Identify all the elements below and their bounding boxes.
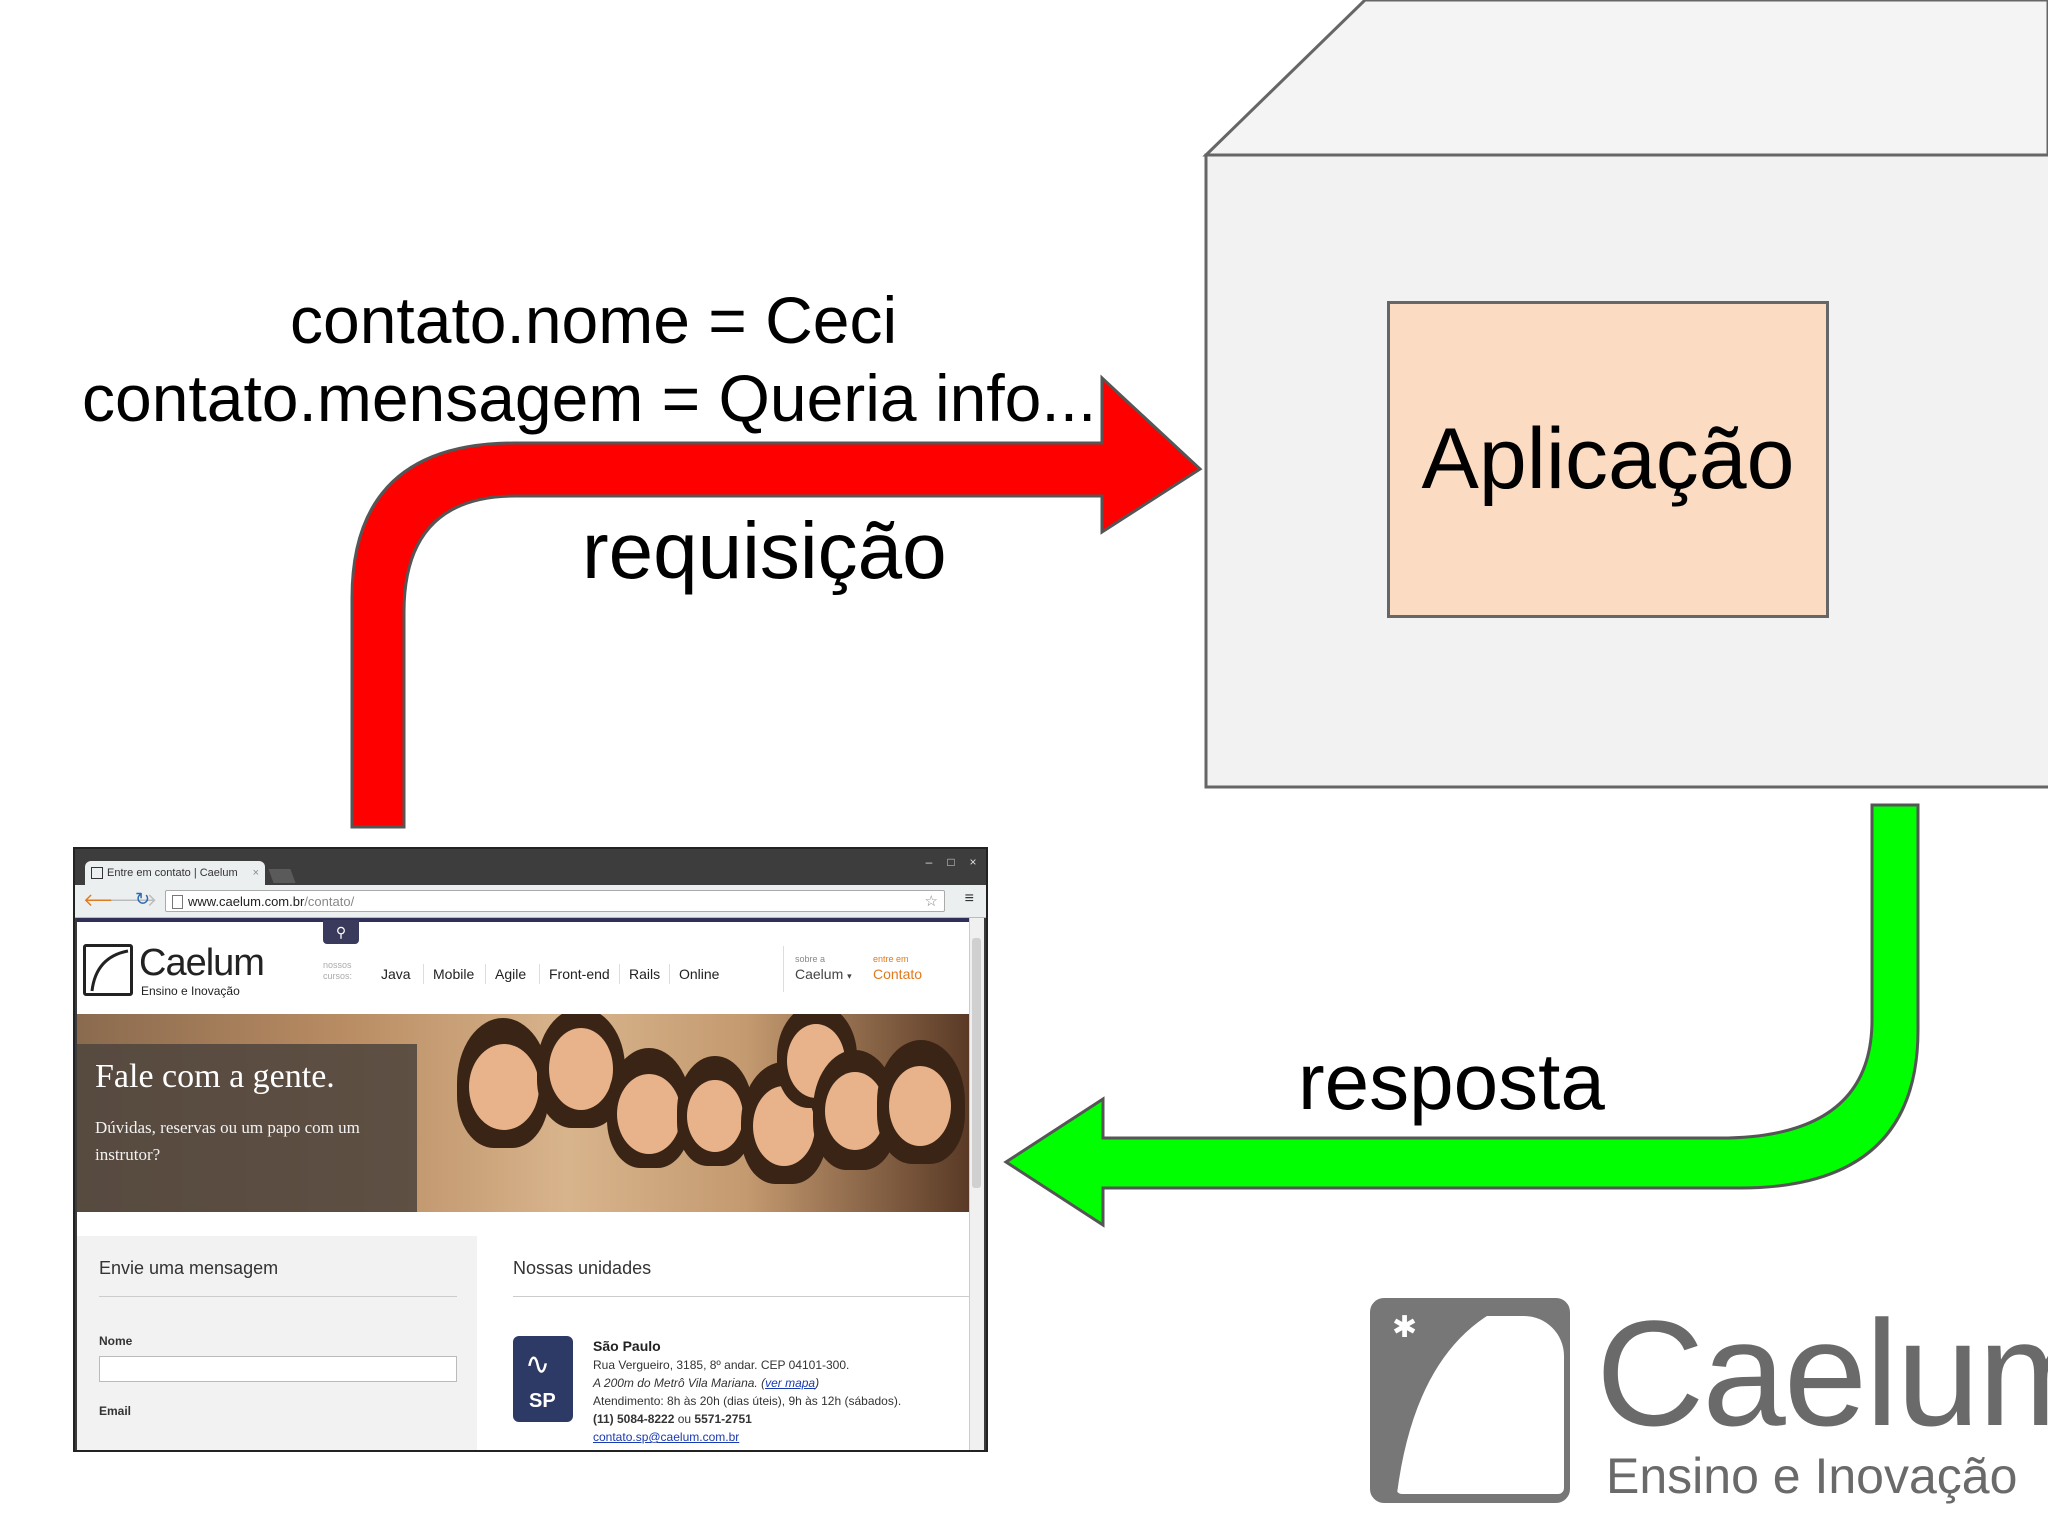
map-link[interactable]: ver mapa <box>765 1376 816 1390</box>
menu-divider <box>539 964 540 984</box>
maximize-icon[interactable]: □ <box>947 855 955 869</box>
back-arrow-icon[interactable]: 🡐 <box>83 890 132 910</box>
request-arrow <box>350 374 1203 829</box>
menu-item-online[interactable]: Online <box>679 966 720 982</box>
request-param-name: contato.nome = Ceci <box>290 283 898 357</box>
logo-mark-curve <box>1374 1302 1514 1499</box>
menu-item-front-end[interactable]: Front-end <box>549 966 610 982</box>
unit-metro-text: A 200m do Metrô Vila Mariana. ( <box>593 1376 766 1390</box>
about-caelum-link[interactable]: Caelum ▾ <box>795 966 852 982</box>
page-viewport: ⚲ Caelum Ensino e Inovação nossos cursos… <box>77 918 969 1450</box>
tab-title: Entre em contato | Caelum <box>107 867 238 879</box>
site-search-icon[interactable]: ⚲ <box>323 920 359 944</box>
star-icon: ✱ <box>1392 1311 1418 1344</box>
unit-phone-1: (11) 5084-8222 <box>593 1412 675 1426</box>
address-bar[interactable]: www.caelum.com.br/contato/ ☆ <box>165 890 945 912</box>
wave-icon: ∿ <box>525 1348 551 1381</box>
scroll-thumb[interactable] <box>972 938 981 1188</box>
menu-divider <box>619 964 620 984</box>
request-param-message: contato.mensagem = Queria info... <box>82 361 1097 435</box>
server-box-roof <box>1202 0 2048 157</box>
menu-divider <box>669 964 670 984</box>
unit-hours: Atendimento: 8h às 20h (dias úteis), 9h … <box>593 1394 902 1408</box>
browser-menu-icon[interactable]: ≡ <box>964 890 974 907</box>
form-divider <box>99 1296 457 1297</box>
about-small-label: sobre a <box>795 954 826 964</box>
application-label: Aplicação <box>1421 411 1795 507</box>
hero-photo-face <box>549 1028 613 1110</box>
favicon-icon <box>91 867 103 879</box>
bookmark-star-icon[interactable]: ☆ <box>924 893 938 910</box>
browser-tab-bar: Entre em contato | Caelum × – □ × <box>75 849 986 885</box>
hero-photo-face <box>469 1044 539 1130</box>
browser-tab[interactable]: Entre em contato | Caelum × <box>85 861 265 885</box>
menu-item-java[interactable]: Java <box>381 966 411 982</box>
menu-item-mobile[interactable]: Mobile <box>433 966 475 982</box>
new-tab-button[interactable] <box>268 869 296 883</box>
unit-phones: (11) 5084-8222 ou 5571-2751 <box>593 1412 752 1426</box>
sp-badge-label: SP <box>529 1390 556 1412</box>
units-title: Nossas unidades <box>513 1258 652 1278</box>
contact-link[interactable]: Contato <box>873 966 923 982</box>
sp-unit-badge: ∿ SP <box>513 1336 573 1422</box>
scrollbar[interactable] <box>969 918 984 1450</box>
form-title: Envie uma mensagem <box>99 1258 279 1278</box>
name-label: Nome <box>99 1334 133 1348</box>
site-top-line <box>77 918 969 922</box>
application-box: Aplicação <box>1387 301 1829 618</box>
unit-phone-2: 5571-2751 <box>694 1412 752 1426</box>
browser-toolbar: 🡐 🡒 ↻ www.caelum.com.br/contato/ ☆ ≡ <box>75 885 986 918</box>
hero-banner: Fale com a gente. Dúvidas, reservas ou u… <box>77 1014 969 1212</box>
unit-city: São Paulo <box>593 1338 661 1354</box>
menu-item-rails[interactable]: Rails <box>629 966 661 982</box>
request-label: requisição <box>582 506 947 595</box>
hero-title: Fale com a gente. <box>95 1058 335 1095</box>
brand-name: Caelum <box>1596 1289 2048 1457</box>
unit-metro-end: ) <box>815 1376 820 1390</box>
caelum-brand-logo: ✱ Caelum Ensino e Inovação <box>1370 1289 2048 1504</box>
response-label: resposta <box>1298 1037 1605 1126</box>
forward-arrow-icon[interactable]: 🡒 <box>109 890 158 910</box>
site-logo-tagline: Ensino e Inovação <box>141 984 240 998</box>
menu-divider <box>485 964 486 984</box>
hero-photo-face <box>889 1066 951 1146</box>
hero-photo-face <box>687 1080 743 1152</box>
brand-tagline: Ensino e Inovação <box>1606 1448 2018 1504</box>
hero-photo-face <box>825 1072 885 1150</box>
url-path: /contato/ <box>304 894 355 909</box>
menu-divider <box>423 964 424 984</box>
browser-window: Entre em contato | Caelum × – □ × 🡐 🡒 ↻ … <box>73 847 988 1452</box>
unit-metro: A 200m do Metrô Vila Mariana. (ver mapa) <box>593 1376 819 1390</box>
minimize-icon[interactable]: – <box>925 855 933 869</box>
unit-email-link[interactable]: contato.sp@caelum.com.br <box>593 1430 740 1444</box>
menu-divider <box>783 946 784 992</box>
hero-photo-face <box>617 1074 681 1154</box>
contact-form-panel: Envie uma mensagem Nome Email <box>77 1236 477 1450</box>
hero-subtitle: Dúvidas, reservas ou um papo com um inst… <box>95 1118 360 1164</box>
about-caelum-label: Caelum <box>795 966 844 982</box>
caelum-logo-mark-icon: ✱ <box>1370 1298 1570 1503</box>
site-logo-name[interactable]: Caelum <box>139 942 265 984</box>
email-label: Email <box>99 1404 132 1418</box>
response-arrow <box>1003 803 1920 1228</box>
url-host: www.caelum.com.br <box>188 894 305 909</box>
unit-address: Rua Vergueiro, 3185, 8º andar. CEP 04101… <box>593 1358 850 1372</box>
unit-phone-separator: ou <box>674 1412 695 1426</box>
dropdown-caret-icon: ▾ <box>847 971 852 981</box>
courses-label: nossos cursos: <box>323 960 353 981</box>
units-divider <box>513 1296 969 1297</box>
tab-close-icon[interactable]: × <box>252 867 259 879</box>
menu-item-agile[interactable]: Agile <box>495 966 527 982</box>
name-input[interactable] <box>99 1356 457 1382</box>
hero-text-box <box>77 1044 417 1212</box>
caelum-logo-icon[interactable] <box>83 944 133 996</box>
close-window-icon[interactable]: × <box>969 855 977 869</box>
page-icon <box>172 895 183 909</box>
contact-small-label: entre em <box>873 954 909 964</box>
reload-icon[interactable]: ↻ <box>135 889 151 909</box>
